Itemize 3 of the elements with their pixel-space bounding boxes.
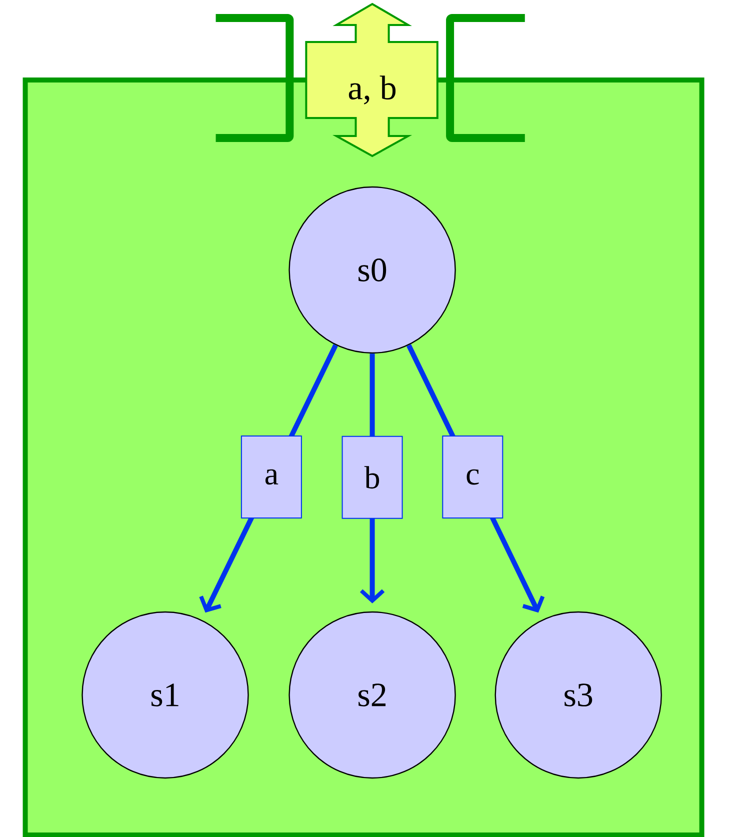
edge-label: c <box>442 436 504 518</box>
edge-label: b <box>342 436 403 519</box>
edge-label: a <box>240 436 302 518</box>
